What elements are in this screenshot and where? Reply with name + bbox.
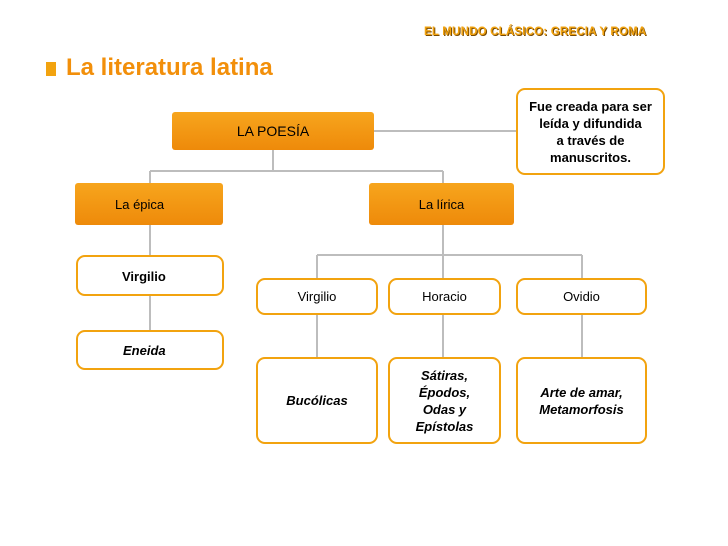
work-line: Sátiras,	[421, 367, 468, 383]
node-lirica-author-virgilio: Virgilio	[256, 278, 378, 315]
node-la-lirica: La lírica	[369, 183, 514, 225]
node-epica-work: Eneida	[76, 330, 224, 370]
node-work-horacio: Sátiras, Épodos, Odas y Epístolas	[388, 357, 501, 444]
node-epica-author: Virgilio	[76, 255, 224, 296]
note-line: Fue creada para ser	[529, 98, 652, 114]
node-work-ovidio: Arte de amar, Metamorfosis	[516, 357, 647, 444]
note-line: manuscritos.	[550, 149, 631, 165]
work-line: Epístolas	[415, 418, 474, 434]
node-lirica-author-ovidio: Ovidio	[516, 278, 647, 315]
work-line: Bucólicas	[286, 393, 348, 408]
note-line: leída y difundida	[539, 115, 642, 131]
node-la-epica: La épica	[75, 183, 223, 225]
work-line: Metamorfosis	[539, 401, 624, 417]
work-line: Odas y	[422, 401, 467, 417]
slide-header: EL MUNDO CLÁSICO: GRECIA Y ROMA	[424, 26, 647, 38]
slide-title: La literatura latina	[66, 54, 273, 81]
node-lirica-author-horacio: Horacio	[388, 278, 501, 315]
work-line: Arte de amar,	[540, 384, 623, 400]
bullet-icon	[46, 62, 56, 76]
work-line: Épodos,	[418, 384, 471, 400]
note-line: a través de	[556, 132, 625, 148]
note-manuscritos: Fue creada para ser leída y difundida a …	[516, 88, 665, 175]
node-la-poesia: LA POESÍA	[172, 112, 374, 150]
node-work-bucolicas: Bucólicas	[256, 357, 378, 444]
